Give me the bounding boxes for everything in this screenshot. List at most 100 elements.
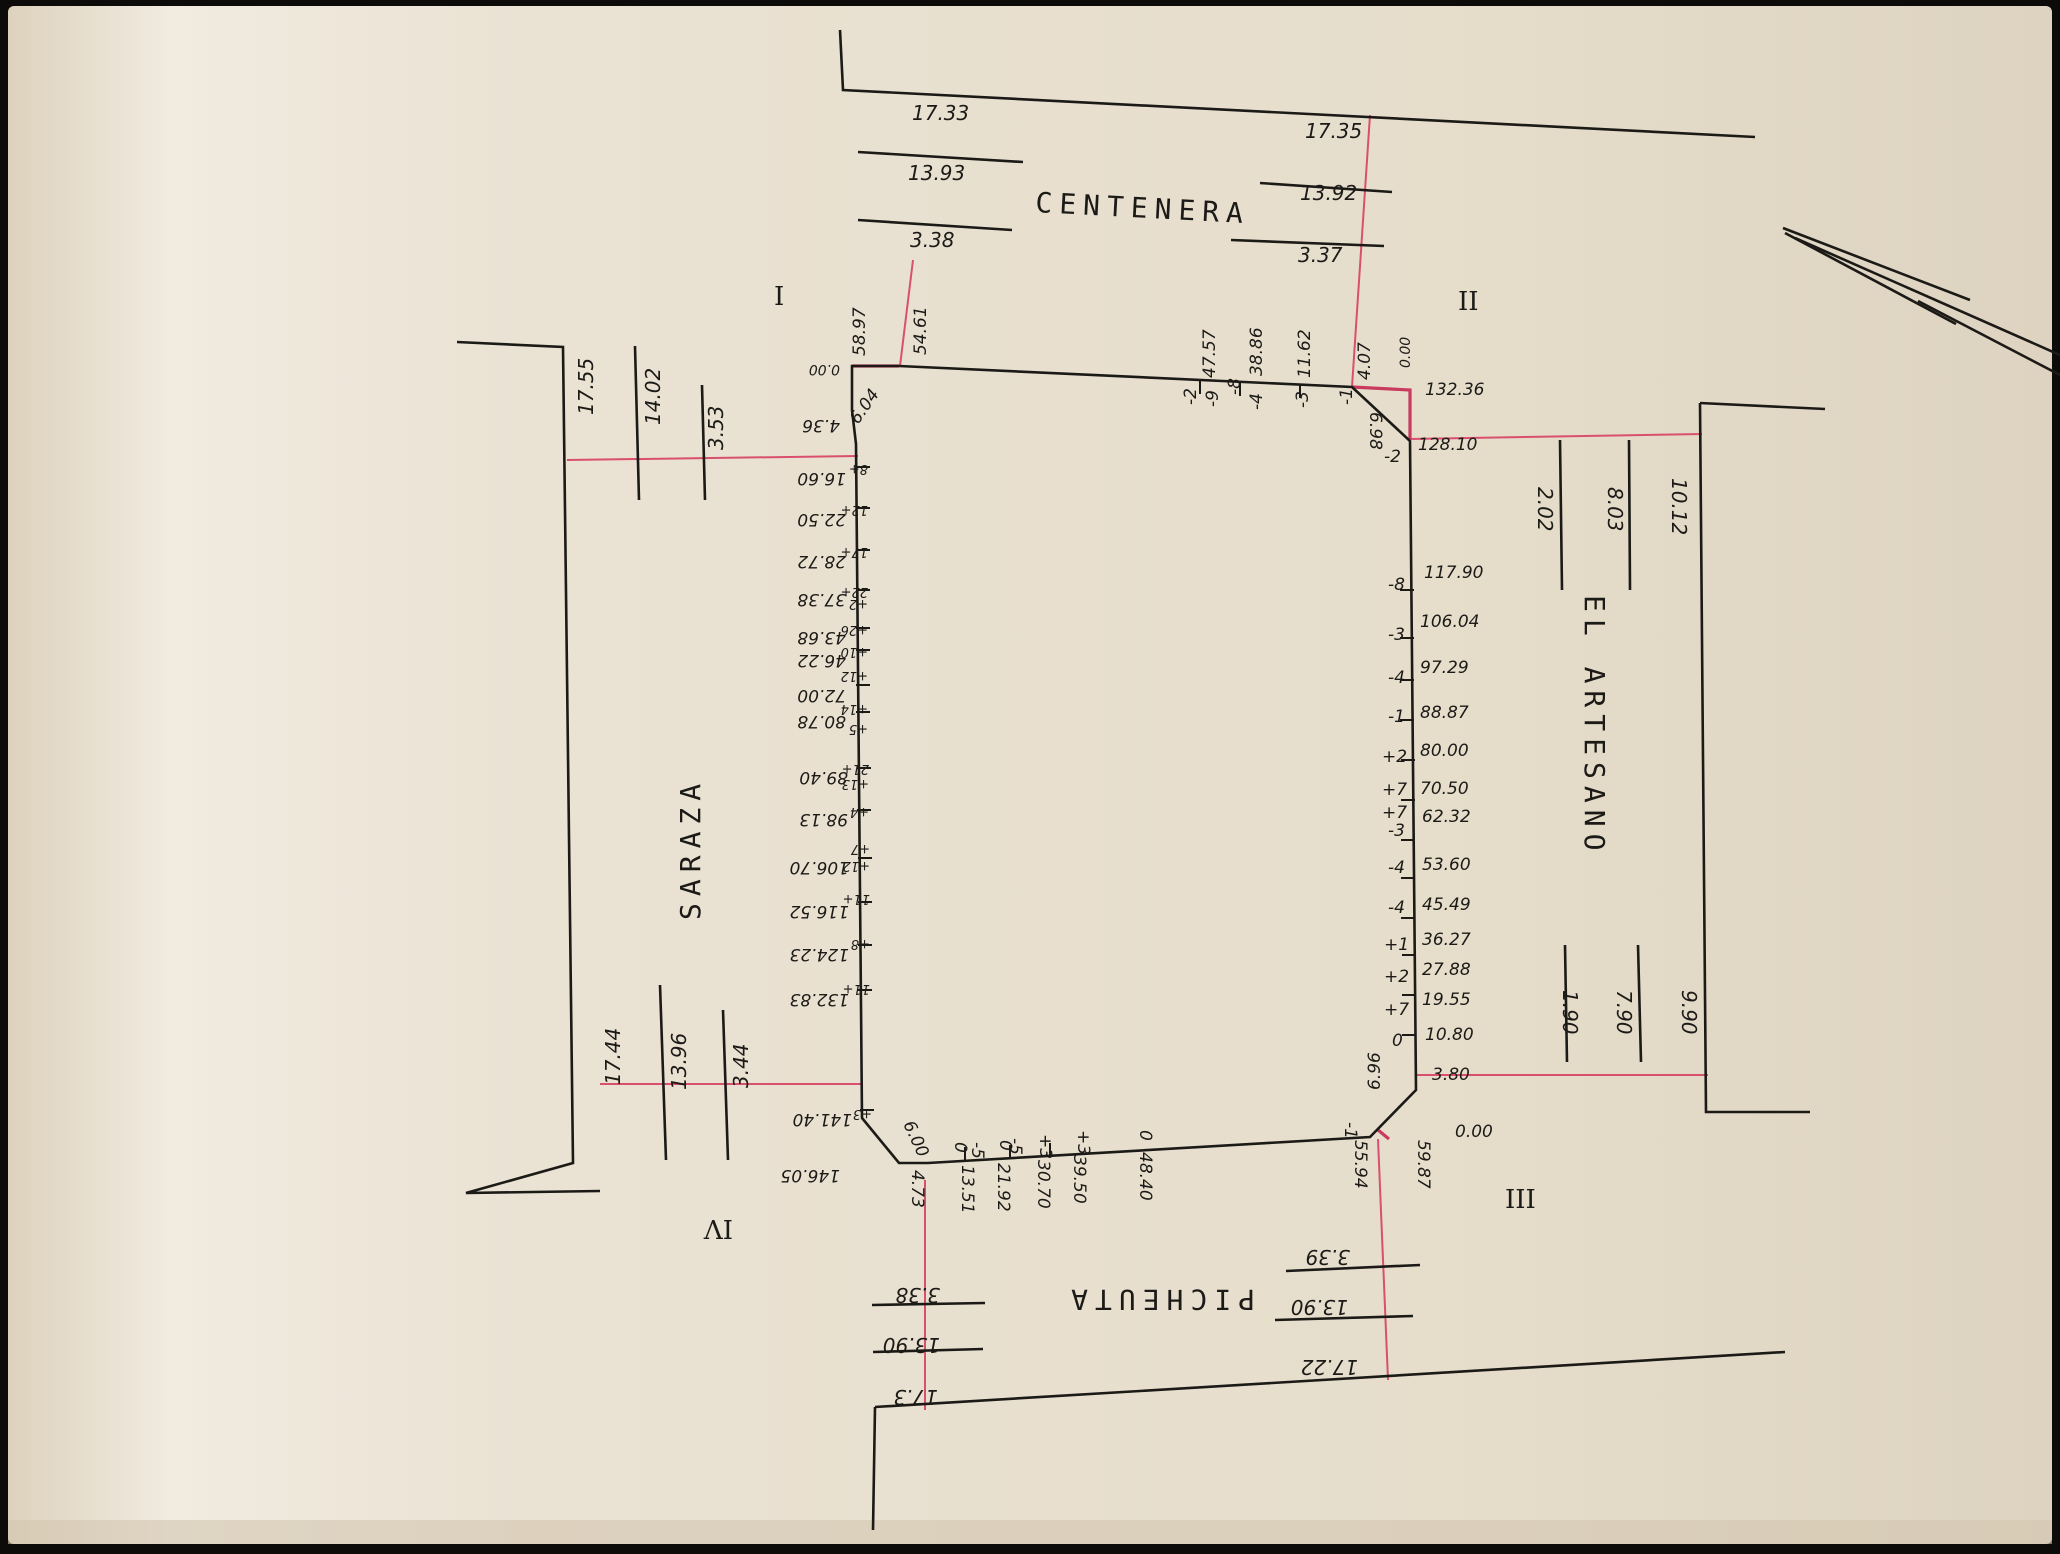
profile-west-bottom-mid: 13.96: [667, 1033, 691, 1090]
profile-north-left-total: 17.33: [912, 101, 969, 125]
south-station: 4.73: [907, 1170, 927, 1208]
west-level: +4: [850, 804, 869, 819]
profile-south-right-mid: 13.90: [1291, 1295, 1348, 1319]
profile-north-left-mid: 13.93: [908, 161, 965, 185]
south-level: -5: [1005, 1138, 1025, 1155]
west-level: +5: [849, 721, 868, 736]
north-station: 38.86: [1247, 327, 1267, 376]
corner-label-sw: IV: [703, 1213, 733, 1243]
north-station: 54.61: [911, 306, 931, 355]
west-level: +2: [849, 596, 868, 611]
east-station: 3.80: [1432, 1065, 1470, 1085]
street-name-east: EL ARTESANO: [1578, 595, 1611, 857]
south-level: 0: [950, 1142, 970, 1153]
profile-east-top-walk: 2.02: [1533, 487, 1557, 532]
street-boundaries: [456, 29, 1826, 1531]
north-level: -4: [1247, 393, 1267, 410]
west-level: 8+: [849, 461, 868, 476]
profile-south-right-total: 17.22: [1301, 1355, 1358, 1379]
south-level: +3: [1073, 1130, 1093, 1155]
east-level: +7: [1382, 780, 1407, 800]
east-side-labels: 132.36 128.10 117.90 106.04 97.29 88.87 …: [1365, 380, 1493, 1142]
north-side-labels: 58.97 54.61 47.57 38.86 11.62 4.07 0.00 …: [850, 306, 1414, 410]
west-station: 80.78: [797, 711, 846, 731]
east-level: -8: [1388, 575, 1405, 595]
east-level: +2: [1384, 967, 1409, 987]
corner-label-ne: II: [1458, 287, 1479, 317]
east-level: -4: [1388, 858, 1405, 878]
east-station: 36.27: [1422, 930, 1471, 950]
east-station: 62.32: [1422, 807, 1471, 827]
profile-labels: 17.33 13.93 3.38 17.35 13.92 3.37 17.55 …: [574, 101, 1701, 1409]
east-level: -4: [1388, 898, 1405, 918]
east-station: 88.87: [1420, 703, 1469, 723]
profile-south-left-mid: 13.90: [883, 1333, 940, 1357]
east-chamfer-bottom: 6.96: [1365, 1052, 1385, 1090]
east-level: -2: [1384, 447, 1401, 467]
east-station: 0.00: [1455, 1122, 1493, 1142]
south-level: -1: [1340, 1122, 1360, 1139]
west-station: 22.50: [797, 509, 846, 529]
west-station: 16.60: [797, 468, 846, 488]
west-station: 0.00: [809, 361, 840, 377]
south-station: 30.70: [1033, 1160, 1053, 1209]
profile-east-bottom-mid: 7.90: [1612, 990, 1636, 1035]
profile-west-top-walk: 3.53: [704, 405, 728, 450]
profile-east-top-mid: 8.03: [1603, 487, 1627, 532]
west-station: 37.38: [797, 589, 846, 609]
west-station: 116.52: [790, 901, 849, 921]
west-station: 4.36: [802, 415, 840, 435]
east-station: 53.60: [1422, 855, 1471, 875]
west-level: +12: [843, 858, 870, 873]
north-level: -2: [1181, 388, 1201, 405]
east-level: +7: [1382, 803, 1407, 823]
west-level: 11+: [843, 891, 870, 906]
west-level: +12: [841, 668, 868, 683]
south-station: 39.50: [1069, 1155, 1089, 1204]
east-level: -3: [1388, 821, 1405, 841]
north-station: 11.62: [1295, 329, 1315, 378]
west-level: 22+: [841, 584, 868, 599]
south-level: 0: [1135, 1130, 1155, 1141]
street-name-west: SARAZA: [674, 777, 707, 920]
west-level: +7: [850, 841, 870, 856]
north-station: 58.97: [850, 307, 870, 356]
profile-bars: [633, 150, 1643, 1354]
north-level: -8: [1225, 378, 1245, 395]
west-station: 141.40: [793, 1109, 852, 1129]
south-station: 55.94: [1350, 1140, 1370, 1189]
east-station: 117.90: [1424, 563, 1483, 583]
south-station: 13.51: [957, 1165, 977, 1214]
west-station: 89.40: [799, 767, 848, 787]
west-level: 17+: [841, 544, 868, 559]
north-station: 0.00: [1398, 337, 1414, 368]
profile-west-top-total: 17.55: [574, 358, 598, 415]
profile-north-right-mid: 13.92: [1300, 181, 1357, 205]
east-station: 97.29: [1420, 658, 1469, 678]
profile-north-left-walk: 3.38: [910, 228, 955, 252]
block-outline: [850, 364, 1418, 1165]
west-level: 11+: [843, 981, 870, 996]
east-level: -3: [1388, 625, 1405, 645]
north-level: -9: [1203, 390, 1223, 407]
south-level: 0: [995, 1140, 1015, 1151]
west-station: 72.00: [797, 685, 846, 705]
corner-label-nw: I: [774, 282, 784, 312]
west-level: +14: [841, 701, 868, 716]
west-level: +13: [842, 776, 869, 791]
east-station: 10.80: [1425, 1025, 1474, 1045]
east-station: 70.50: [1420, 779, 1469, 799]
west-level: +3: [853, 1106, 872, 1121]
east-level: +1: [1384, 935, 1409, 955]
south-level: +3: [1035, 1134, 1055, 1159]
south-station: 48.40: [1135, 1152, 1155, 1201]
south-station: 21.92: [993, 1163, 1013, 1212]
profile-south-right-walk: 3.39: [1305, 1245, 1350, 1269]
profile-west-bottom-walk: 3.44: [729, 1043, 753, 1088]
east-level: -4: [1388, 668, 1405, 688]
east-station: 128.10: [1418, 435, 1477, 455]
north-station: 47.57: [1200, 329, 1220, 378]
profile-north-right-total: 17.35: [1305, 119, 1362, 143]
west-station: 132.83: [790, 989, 849, 1009]
station-ticks: [856, 380, 1416, 1161]
